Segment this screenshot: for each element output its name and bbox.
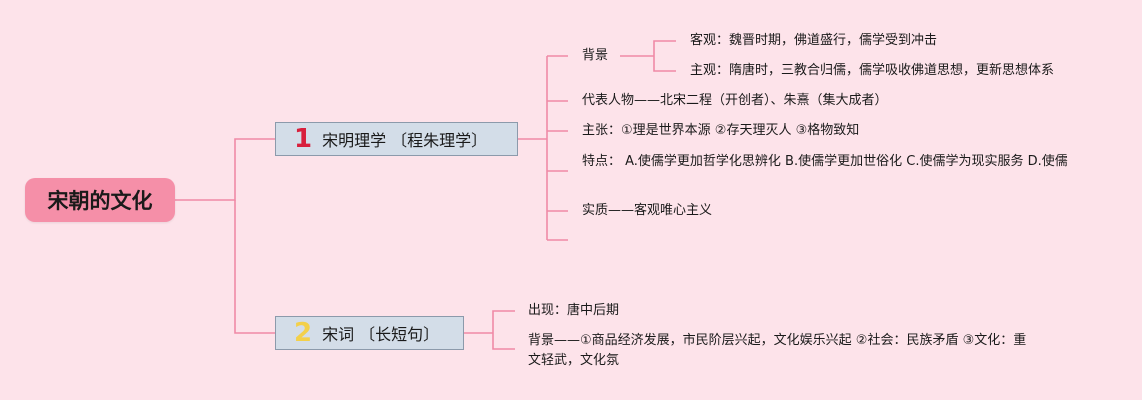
branch-title: 宋词 〔长短句〕: [322, 325, 440, 344]
leaf-claims: 主张：①理是世界本源 ②存天理灭人 ③格物致知: [582, 123, 860, 138]
connector-root-branch1: [175, 138, 275, 201]
connector-root-branch2: [234, 200, 275, 334]
connector-bg-sub: [620, 40, 676, 72]
leaf-representatives: 代表人物——北宋二程（开创者）、朱熹（集大成者）: [582, 93, 888, 108]
branch-neo-confucianism: 1 宋明理学 〔程朱理学〕: [275, 122, 518, 156]
leaf-emergence: 出现：唐中后期: [528, 303, 620, 318]
branch-title: 宋明理学 〔程朱理学〕: [322, 131, 488, 150]
leaf-objective: 客观：魏晋时期，佛道盛行，儒学受到冲击: [690, 33, 938, 48]
leaf-ci-background: 背景——①商品经济发展，市民阶层兴起，文化娱乐兴起 ②社会：民族矛盾 ③文化：重…: [528, 333, 1027, 368]
leaf-features: 特点： A.使儒学更加哲学化思辨化 B.使儒学更加世俗化 C.使儒学为现实服务 …: [582, 154, 1068, 169]
leaf-essence: 实质——客观唯心主义: [582, 203, 713, 218]
connector-branch2: [464, 310, 515, 350]
leaf-background: 背景: [582, 48, 609, 63]
branch-song-ci: 2 宋词 〔长短句〕: [275, 316, 464, 350]
root-node: 宋朝的文化: [25, 178, 175, 222]
leaf-subjective: 主观：隋唐时，三教合归儒，儒学吸收佛道思想，更新思想体系: [690, 63, 1055, 78]
branch-number: 2: [294, 318, 313, 348]
branch-number: 1: [294, 124, 313, 154]
